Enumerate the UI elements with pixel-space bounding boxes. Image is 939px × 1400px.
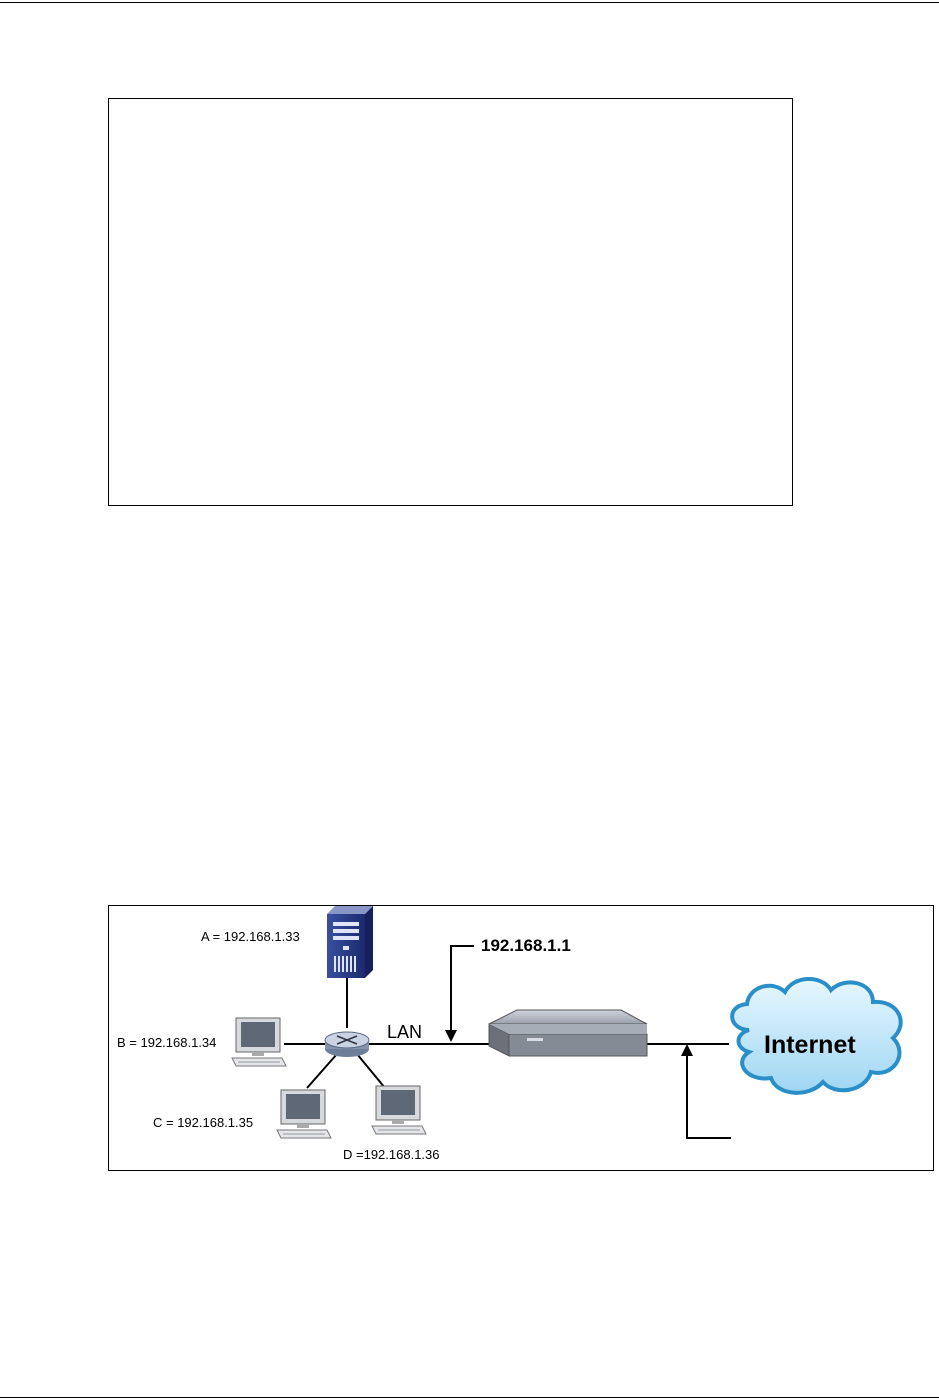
internet-cloud-icon: [730, 976, 903, 1095]
server-icon: [327, 906, 373, 978]
host-a-label: A = 192.168.1.33: [201, 929, 300, 944]
link-switch-pc-d: [356, 1053, 386, 1089]
wan-pointer-arrowhead: [681, 1044, 693, 1056]
router-ip-label: 192.168.1.1: [481, 936, 571, 955]
internet-label: Internet: [764, 1031, 856, 1059]
router-device-icon: [488, 1009, 648, 1057]
switch-icon: [324, 1031, 370, 1057]
computer-b-icon: [231, 1017, 287, 1067]
wan-pointer-line: [686, 1056, 731, 1139]
network-diagram-canvas: A = 192.168.1.33 B = 192.168.1.34 C = 19…: [117, 906, 903, 1162]
host-d-label: D =192.168.1.36: [343, 1147, 440, 1162]
host-c-label: C = 192.168.1.35: [153, 1115, 253, 1130]
lan-label: LAN: [387, 1022, 422, 1042]
network-links: [284, 945, 731, 1139]
host-b-label: B = 192.168.1.34: [117, 1035, 216, 1050]
computer-c-icon: [276, 1089, 332, 1139]
lan-pointer-arrowhead: [445, 1030, 457, 1042]
link-switch-pc-c: [306, 1053, 338, 1089]
header-rule: [0, 2, 939, 3]
blank-figure-frame: [108, 98, 793, 506]
lan-ip-pointer-line: [450, 945, 474, 1032]
network-diagram: A = 192.168.1.33 B = 192.168.1.34 C = 19…: [108, 905, 934, 1171]
footer-rule: [0, 1397, 939, 1398]
computer-d-icon: [371, 1085, 427, 1135]
